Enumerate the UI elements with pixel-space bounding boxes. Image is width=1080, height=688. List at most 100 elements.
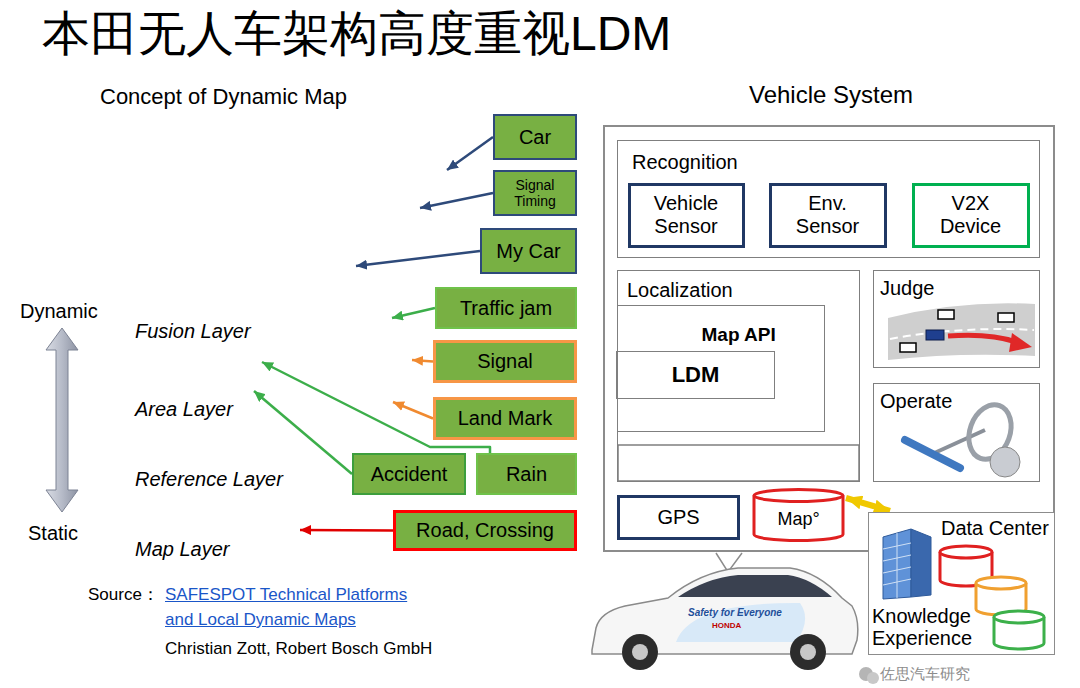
wechat-icon (859, 667, 879, 684)
area-plane (243, 389, 246, 392)
node-heading: Reference Layer (135, 468, 283, 491)
fusion-plane (390, 226, 399, 238)
map-api-box: Map API LDM (617, 305, 825, 432)
data-center-building (883, 529, 931, 599)
node-text: V2X Device (923, 192, 1019, 238)
dynamic-static-arrow (46, 328, 78, 512)
fusion-plane (383, 244, 392, 245)
text-holder: Map API (702, 324, 776, 346)
fusion-plane (413, 214, 415, 230)
map-plane (303, 396, 353, 566)
text-holder: Map Layer (135, 538, 230, 561)
judge-road-illustration (998, 313, 1014, 322)
fusion-plane (378, 230, 387, 231)
honda-car-illustration (622, 634, 658, 670)
recognition-box: RecognitionVehicle Sensor Env. Sensor V2X … (617, 140, 1040, 258)
fusion-plane (424, 176, 433, 188)
text-holder: Vehicle System (605, 81, 1057, 109)
area-plane (405, 349, 409, 353)
fusion-plane (345, 256, 353, 269)
honda-car-illustration (676, 603, 805, 642)
fusion-plane (412, 180, 421, 181)
leader-arrow (412, 360, 433, 362)
fusion-plane (235, 205, 244, 217)
label-holder: Source： (88, 585, 159, 605)
node-heading: Vehicle System (605, 81, 1057, 109)
fusion-plane (412, 205, 416, 209)
fusion-plane (418, 160, 427, 172)
text-holder: Data Center (941, 517, 1049, 540)
judge-road-illustration (926, 330, 944, 340)
label-holder: Dynamic (20, 300, 98, 323)
leader-arrow (392, 308, 435, 318)
node-text: Traffic jam (460, 297, 552, 320)
axis-label: Dynamic (20, 300, 98, 323)
map-database: Map° (752, 488, 845, 542)
operate-box: Operate (873, 383, 1040, 482)
fusion-plane (412, 176, 421, 188)
node-text: Car (519, 126, 551, 149)
area-plane (403, 338, 411, 355)
data-center-building (883, 533, 911, 598)
fusion-plane (430, 164, 439, 165)
leader-arrow (393, 402, 433, 419)
source-label: Source： (88, 585, 159, 605)
callout-box: Rain (476, 453, 577, 495)
fusion-plane (430, 160, 439, 172)
fusion-plane (418, 160, 427, 172)
fusion-plane (412, 209, 416, 213)
judge-road-illustration (938, 310, 954, 319)
node-text: Env. Sensor (780, 192, 876, 238)
node-heading: Map API (702, 324, 776, 346)
fusion-plane (255, 209, 264, 210)
node-text: LDM (672, 362, 720, 387)
text-holder: Judge (880, 277, 935, 300)
ldm-box: LDM (616, 351, 775, 399)
leader-arrow (254, 391, 352, 474)
page-title: 本田无人车架构高度重视LDM (42, 6, 671, 61)
fusion-plane (412, 176, 421, 188)
judge-road-illustration (1009, 333, 1032, 352)
node-heading: Judge (880, 277, 935, 300)
dynamic-static-arrow (46, 328, 78, 512)
area-plane (405, 340, 409, 344)
label-holder: Christian Zott, Robert Bosch GmbH (165, 639, 432, 659)
axis-label: Static (28, 522, 78, 545)
source-link: and Local Dynamic Maps (165, 610, 356, 630)
judge-road-illustration (900, 343, 916, 352)
fusion-plane (412, 200, 416, 204)
text-holder: Reference Layer (135, 468, 283, 491)
honda-car-illustration (678, 575, 832, 597)
section-heading: Concept of Dynamic Map (100, 84, 347, 109)
fusion-plane (383, 240, 392, 252)
node-heading: Map Layer (135, 538, 230, 561)
honda-car-illustration (592, 568, 858, 670)
callout-box: Signal Timing (493, 170, 577, 216)
fusion-plane (395, 240, 404, 252)
car-brand: HONDA (712, 621, 741, 630)
callout-box: My Car (480, 228, 577, 274)
fusion-plane (383, 240, 392, 252)
node-text: Accident (371, 463, 448, 486)
node-heading: Operate (880, 390, 952, 413)
area-plane (369, 349, 372, 355)
title-holder: 本田无人车架构高度重视LDM (42, 6, 671, 61)
label-holder: Concept of Dynamic Map (100, 84, 347, 109)
area-plane (232, 372, 256, 394)
steering-illustration (990, 447, 1020, 477)
honda-car-illustration (790, 634, 826, 670)
database-cylinders (994, 611, 1044, 623)
fusion-plane (282, 318, 291, 330)
node-heading: Recognition (632, 151, 738, 174)
node-text: Map° (777, 509, 819, 530)
fusion-plane (430, 160, 439, 172)
sensor-box: Vehicle Sensor (628, 183, 745, 248)
system-frame: Vehicle SystemRecognitionVehicle SensorE… (603, 125, 1055, 552)
source-link: SAFESPOT Technical Platforms (165, 585, 407, 605)
leader-arrow (300, 529, 393, 532)
watermark: 佐思汽车研究 (880, 665, 970, 682)
fusion-plane (436, 176, 445, 188)
fusion-plane (410, 198, 418, 215)
judge-box: Judge (873, 270, 1040, 368)
database-cylinders (940, 546, 992, 558)
